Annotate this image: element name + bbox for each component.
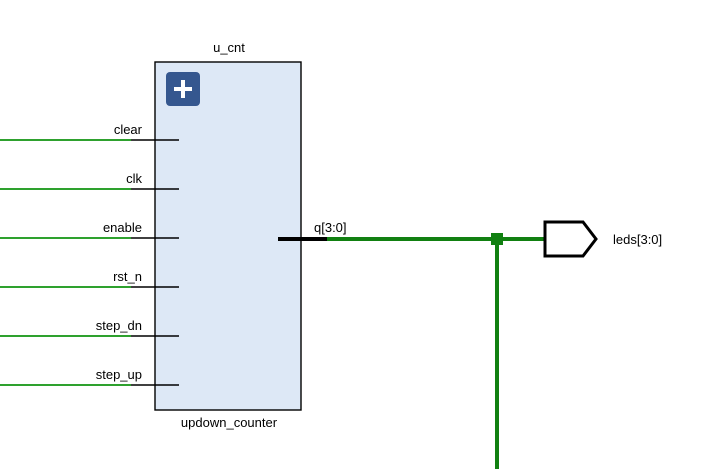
pin-label-rst-n: rst_n <box>113 269 142 284</box>
pin-label-step-up: step_up <box>96 367 142 382</box>
cell-instance-name: u_cnt <box>213 40 245 55</box>
pin-label-step-dn: step_dn <box>96 318 142 333</box>
plus-icon-vertical <box>181 80 185 98</box>
cell-u-cnt[interactable]: u_cnt updown_counter clear clk enable rs… <box>96 40 347 430</box>
pin-label-clk: clk <box>126 171 142 186</box>
net-junction <box>491 233 503 245</box>
pin-label-enable: enable <box>103 220 142 235</box>
pin-label-clear: clear <box>114 122 143 137</box>
output-port-leds[interactable]: leds[3:0] <box>543 220 662 258</box>
output-net[interactable] <box>327 233 545 469</box>
cell-body[interactable] <box>154 61 302 411</box>
expand-button[interactable] <box>166 72 200 106</box>
output-port-label: leds[3:0] <box>613 232 662 247</box>
input-nets <box>0 139 131 386</box>
input-pins: clear clk enable rst_n step_dn step_up <box>96 122 179 386</box>
cell-module-name: updown_counter <box>181 415 278 430</box>
pin-label-q: q[3:0] <box>314 220 347 235</box>
output-port-icon[interactable] <box>543 220 598 258</box>
